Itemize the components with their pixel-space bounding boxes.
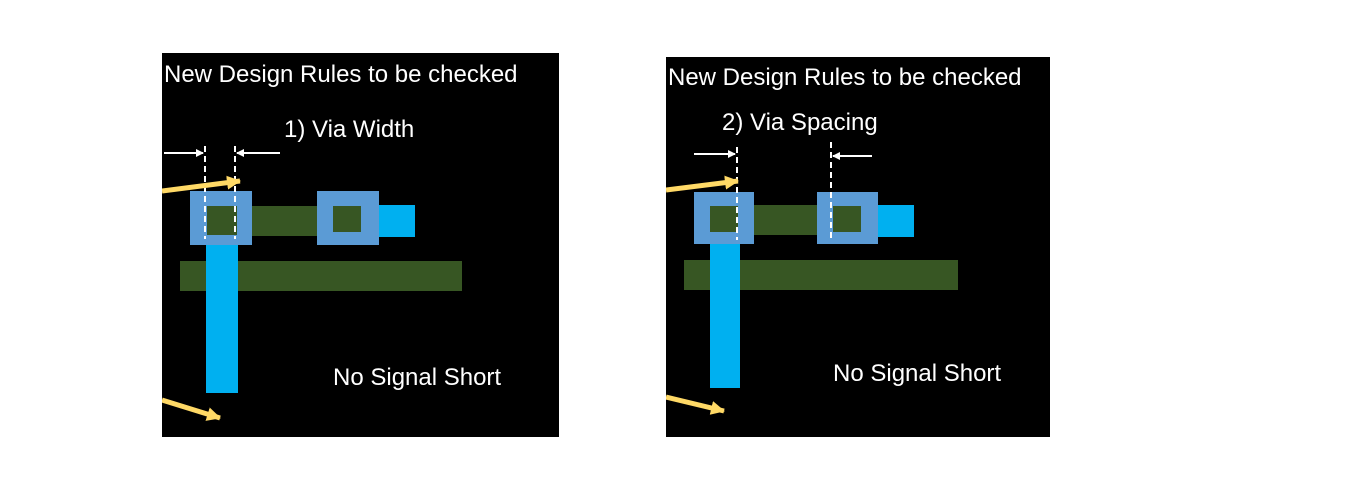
vertical-blue-trace bbox=[206, 243, 238, 393]
via-left-core bbox=[207, 206, 237, 235]
via-width-panel: New Design Rules to be checked 1) Via Wi… bbox=[162, 53, 559, 437]
pointer-arrow-bottom bbox=[162, 397, 221, 421]
rule-label: 1) Via Width bbox=[284, 116, 415, 143]
via-left-core bbox=[710, 206, 738, 232]
blue-stub bbox=[377, 205, 415, 237]
via-spacing-layout-drawing bbox=[666, 142, 958, 415]
vertical-blue-trace bbox=[710, 242, 740, 388]
via-right-core bbox=[333, 206, 361, 232]
blue-stub bbox=[876, 205, 914, 237]
panel-heading: New Design Rules to be checked bbox=[164, 61, 518, 88]
pointer-arrow-bottom bbox=[666, 394, 725, 415]
status-label: No Signal Short bbox=[333, 364, 502, 391]
pointer-arrow-top bbox=[666, 175, 739, 193]
via-spacing-panel: New Design Rules to be checked 2) Via Sp… bbox=[666, 57, 1050, 437]
via-width-layout-drawing bbox=[162, 146, 462, 421]
status-label: No Signal Short bbox=[833, 360, 1002, 387]
via-right-core bbox=[833, 206, 861, 232]
panel-heading: New Design Rules to be checked bbox=[668, 64, 1022, 91]
pointer-arrow-top bbox=[162, 175, 241, 194]
rule-label: 2) Via Spacing bbox=[722, 109, 878, 136]
